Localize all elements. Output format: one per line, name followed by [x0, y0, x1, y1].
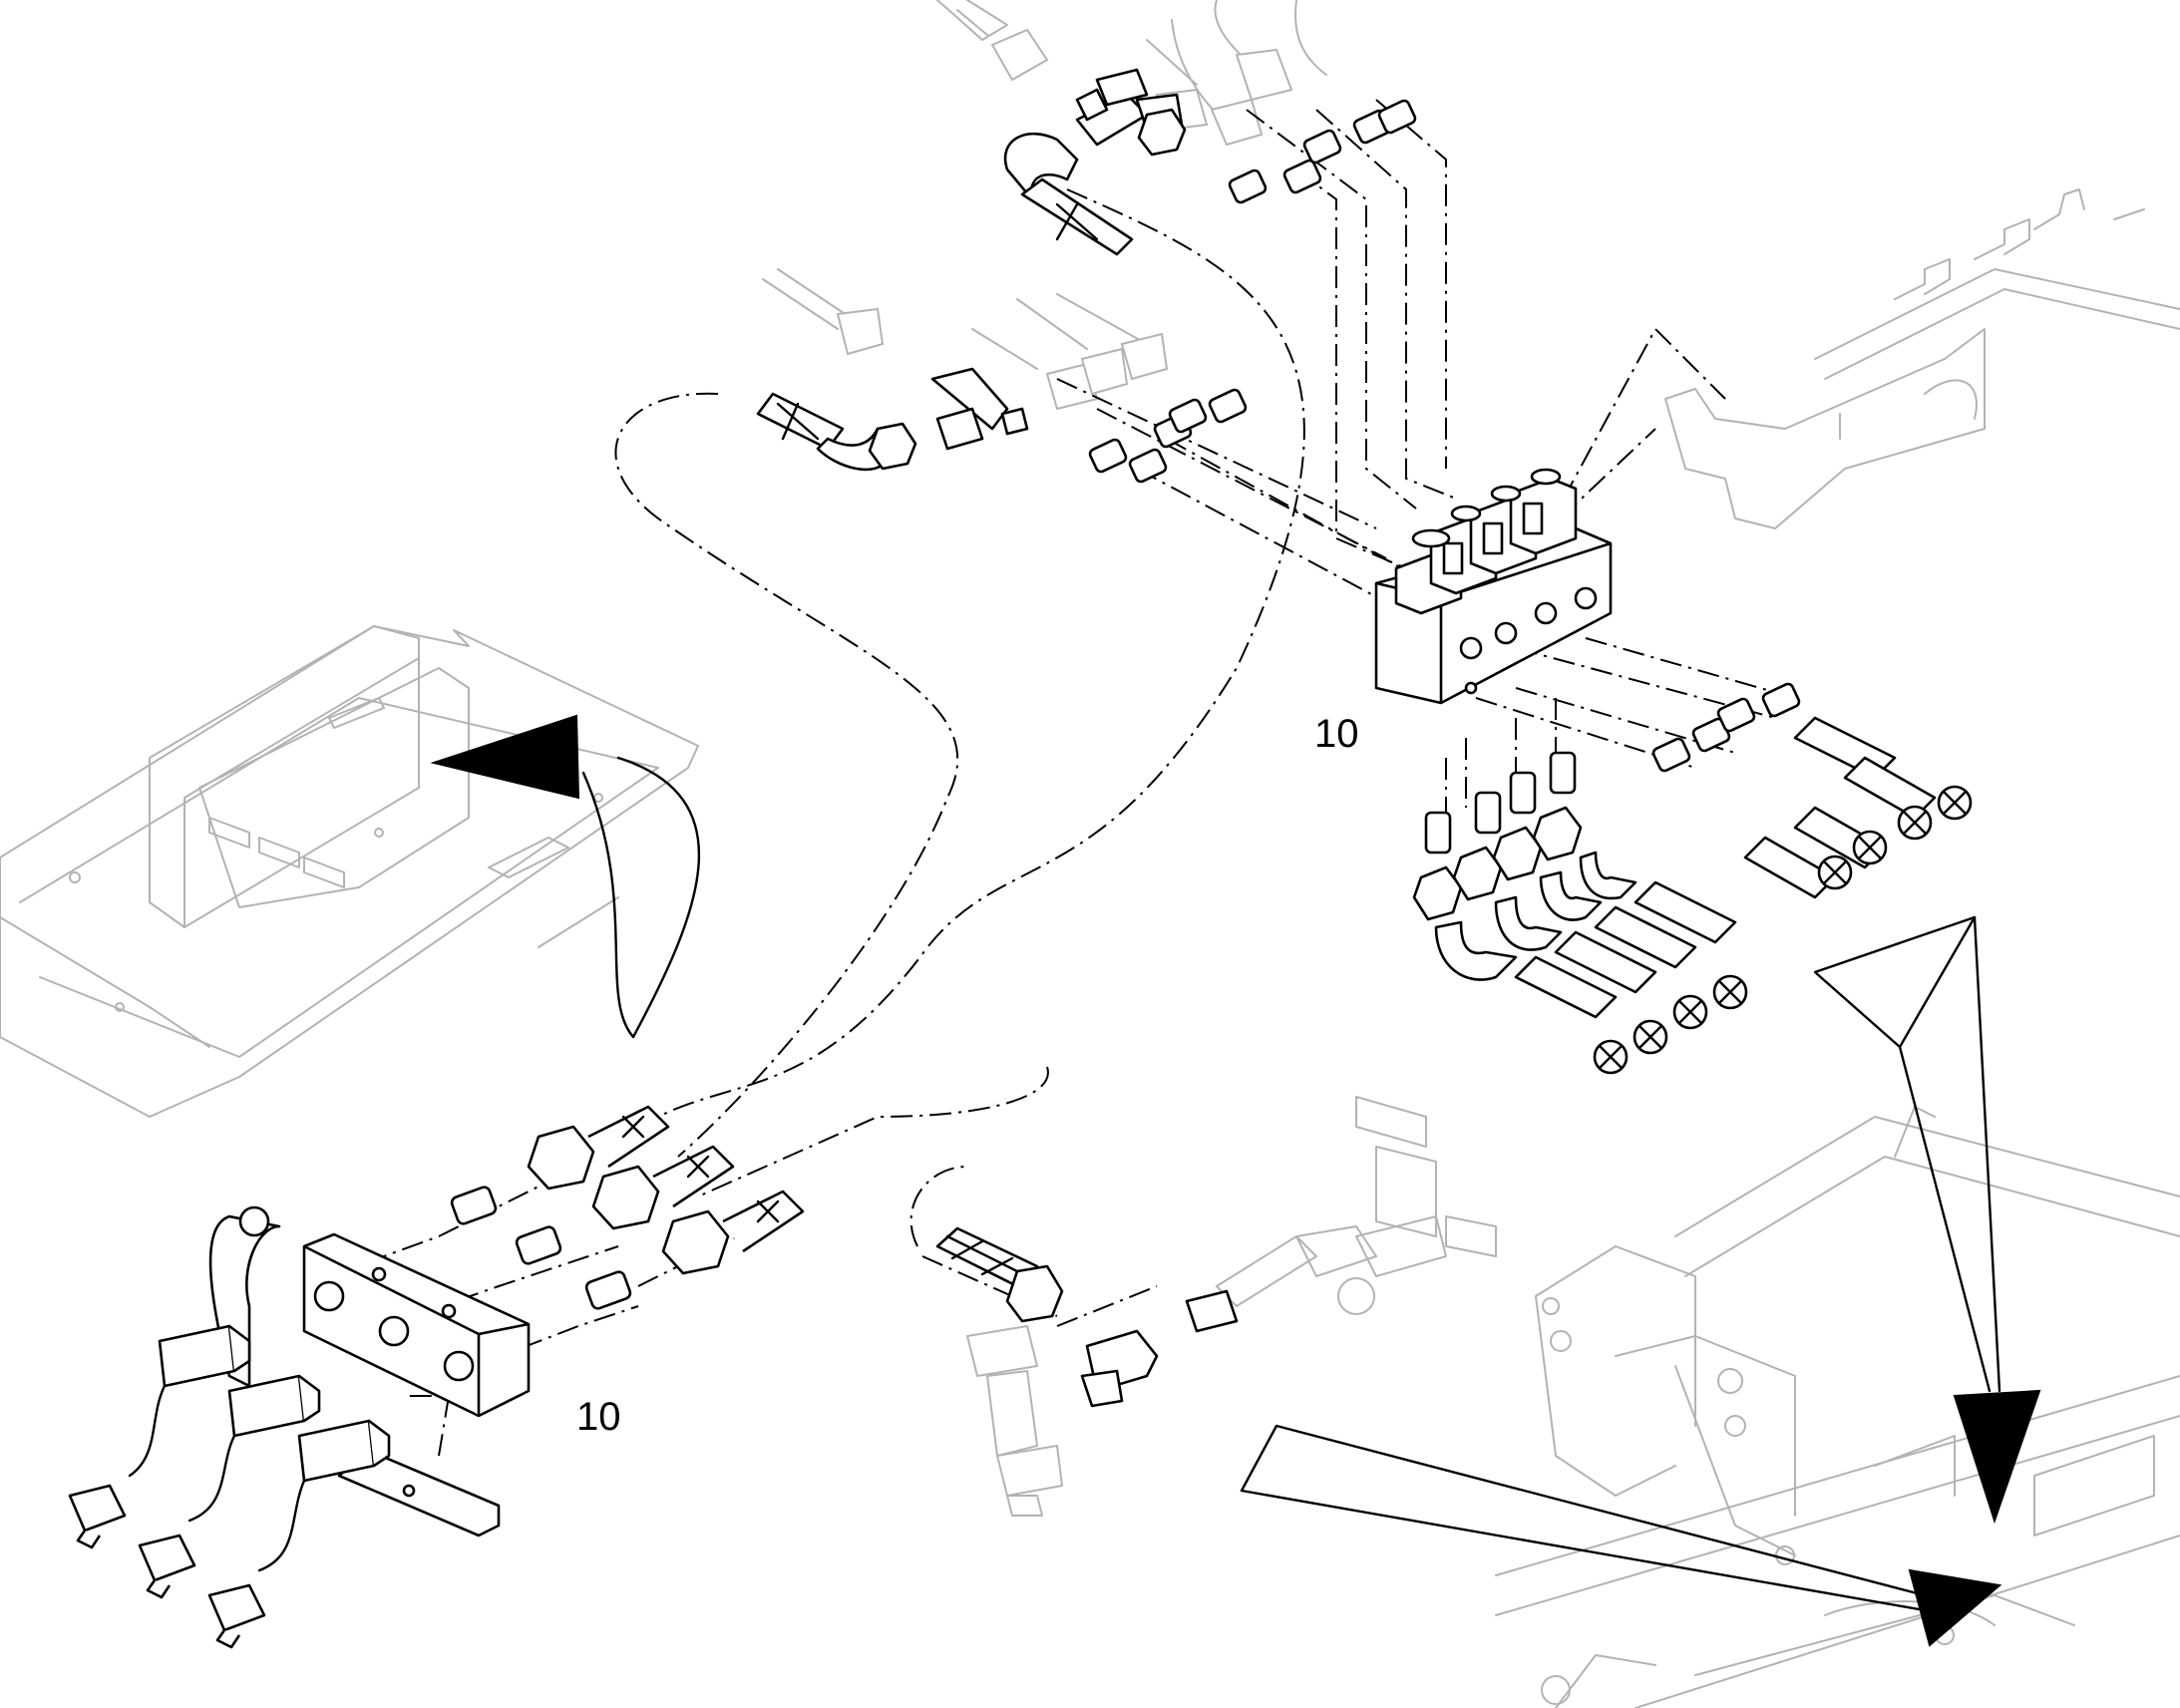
cab-floor-context: [0, 625, 699, 1118]
connector-plug-icon: [1712, 974, 1748, 1010]
pressure-switch-1: [68, 1324, 251, 1549]
arrow-icon: [1240, 1424, 2002, 1647]
arrow-icon: [1813, 915, 2041, 1525]
lower-fittings: [450, 1105, 1239, 1408]
pressure-switches: [68, 1324, 391, 1649]
connector-plug-icon: [1672, 994, 1708, 1030]
chassis-frame-context: [1495, 1106, 2180, 1708]
connector-plug-icon: [1897, 805, 1933, 841]
hex-nut-icon: [591, 1145, 735, 1230]
pressure-switch-3: [207, 1419, 391, 1649]
connector-plug-icon: [1937, 785, 1973, 821]
pressure-switch-2: [138, 1374, 321, 1599]
connector-plug-icon: [1817, 854, 1853, 890]
valve-manifold-upper: [1374, 468, 1613, 705]
lower-hose-ends: [1412, 751, 1748, 1075]
connector-plug-icon: [1633, 1019, 1668, 1055]
mounting-bracket-context: [1664, 188, 2180, 529]
upper-fittings: [756, 68, 1417, 484]
connector-plug-icon: [1593, 1039, 1629, 1075]
hex-nut-icon: [527, 1105, 670, 1191]
hex-nut-icon: [661, 1190, 805, 1275]
right-hose-ends: [1651, 682, 1973, 899]
connector-plug-icon: [1852, 830, 1888, 865]
item-number-upper: 10: [1314, 712, 1359, 756]
arrow-icon: [430, 714, 701, 1039]
item-number-lower: 10: [576, 1395, 621, 1439]
valve-manifold-lower: [208, 1205, 531, 1537]
